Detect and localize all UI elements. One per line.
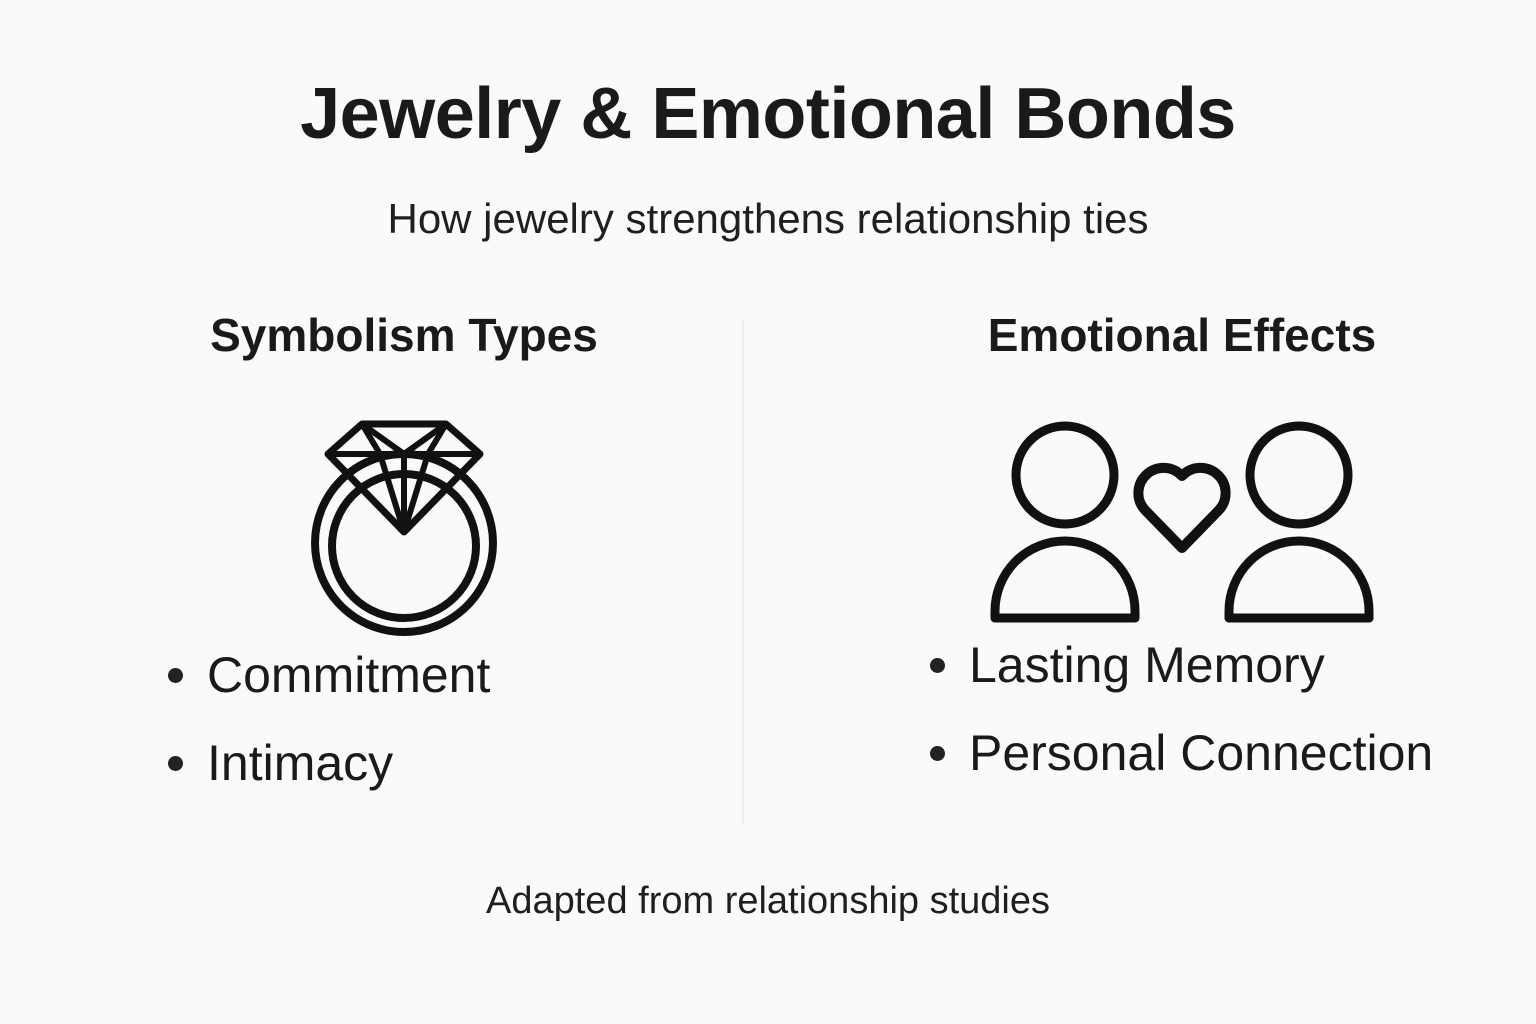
page-title: Jewelry & Emotional Bonds: [300, 74, 1236, 154]
bullet-label: Lasting Memory: [969, 637, 1325, 693]
header: Jewelry & Emotional Bonds How jewelry st…: [0, 78, 1536, 240]
footer-caption: Adapted from relationship studies: [486, 880, 1050, 922]
list-item: Personal Connection: [930, 728, 1496, 778]
bullet-dot-icon: [168, 755, 183, 771]
bullet-label: Personal Connection: [969, 725, 1434, 781]
bullet-list-left: Commitment Intimacy: [80, 636, 728, 788]
bullet-list-right: Lasting Memory Personal Connection: [868, 628, 1496, 778]
list-item: Intimacy: [168, 738, 728, 788]
column-emotional-effects: Emotional Effects: [768, 312, 1536, 852]
list-item: Commitment: [168, 650, 728, 700]
list-item: Lasting Memory: [930, 640, 1496, 690]
bullet-label: Intimacy: [207, 735, 394, 791]
heart-icon: [1133, 462, 1231, 553]
column-heading-left: Symbolism Types: [210, 309, 598, 361]
two-people-heart-icon: [987, 418, 1377, 628]
column-divider: [742, 320, 744, 825]
page-subtitle: How jewelry strengthens relationship tie…: [387, 195, 1149, 242]
columns-container: Symbolism Types: [0, 312, 1536, 852]
person-body-right: [1224, 536, 1374, 623]
footer: Adapted from relationship studies: [0, 880, 1536, 923]
two-people-heart-icon-wrapper: [868, 358, 1496, 628]
person-body-left: [990, 536, 1140, 623]
column-heading-right: Emotional Effects: [987, 309, 1377, 361]
person-head-left: [1011, 421, 1119, 529]
bullet-dot-icon: [168, 667, 183, 683]
column-symbolism-types: Symbolism Types: [0, 312, 768, 852]
bullet-dot-icon: [930, 657, 945, 673]
diamond-ring-icon-wrapper: [80, 358, 728, 636]
diamond-ring-icon: [304, 391, 504, 636]
bullet-dot-icon: [930, 745, 945, 761]
person-head-right: [1245, 421, 1353, 529]
bullet-label: Commitment: [207, 647, 491, 703]
